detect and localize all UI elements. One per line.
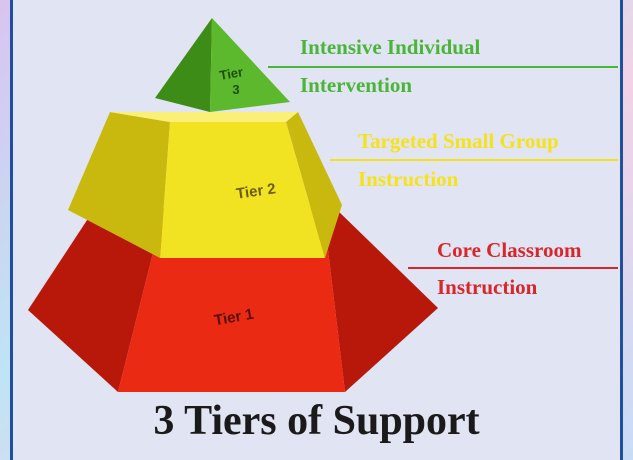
tier-3-left-face bbox=[155, 18, 212, 112]
tier-2-face-label: Tier 2 bbox=[235, 180, 277, 202]
tier-2-left-face bbox=[68, 112, 170, 258]
tier-1-label-line2: Instruction bbox=[437, 275, 538, 299]
tier-3-label-line1: Intensive Individual bbox=[300, 35, 481, 59]
tier-2-block: Tier 2 bbox=[68, 112, 342, 258]
tier-3-block: Tier 3 bbox=[155, 18, 290, 112]
tier-3-right-face bbox=[210, 18, 290, 112]
tier-1-left-face bbox=[28, 208, 160, 392]
tier-1-face-label: Tier 1 bbox=[213, 306, 255, 330]
tier-3-face-label-line2: 3 bbox=[232, 82, 239, 97]
tier-1-right-face bbox=[325, 208, 438, 392]
tier-1-label-rule bbox=[408, 267, 618, 269]
tier-2-top-face bbox=[110, 112, 298, 122]
page-title: 3 Tiers of Support bbox=[153, 398, 480, 444]
tier-2-front-face bbox=[160, 122, 325, 258]
tier-1-label-line1: Core Classroom bbox=[437, 238, 582, 262]
tier-2-label-line2: Instruction bbox=[358, 167, 459, 191]
tier-2-label-rule bbox=[330, 159, 618, 161]
tier-3-label-line2: Intervention bbox=[300, 73, 412, 97]
tier-1-front-face bbox=[118, 225, 345, 392]
tier-3-face-label-line1: Tier bbox=[218, 64, 244, 83]
tier-2-right-face bbox=[286, 112, 342, 258]
tier-3-label-rule bbox=[268, 66, 618, 68]
tier-2-label-line1: Targeted Small Group bbox=[358, 129, 559, 153]
